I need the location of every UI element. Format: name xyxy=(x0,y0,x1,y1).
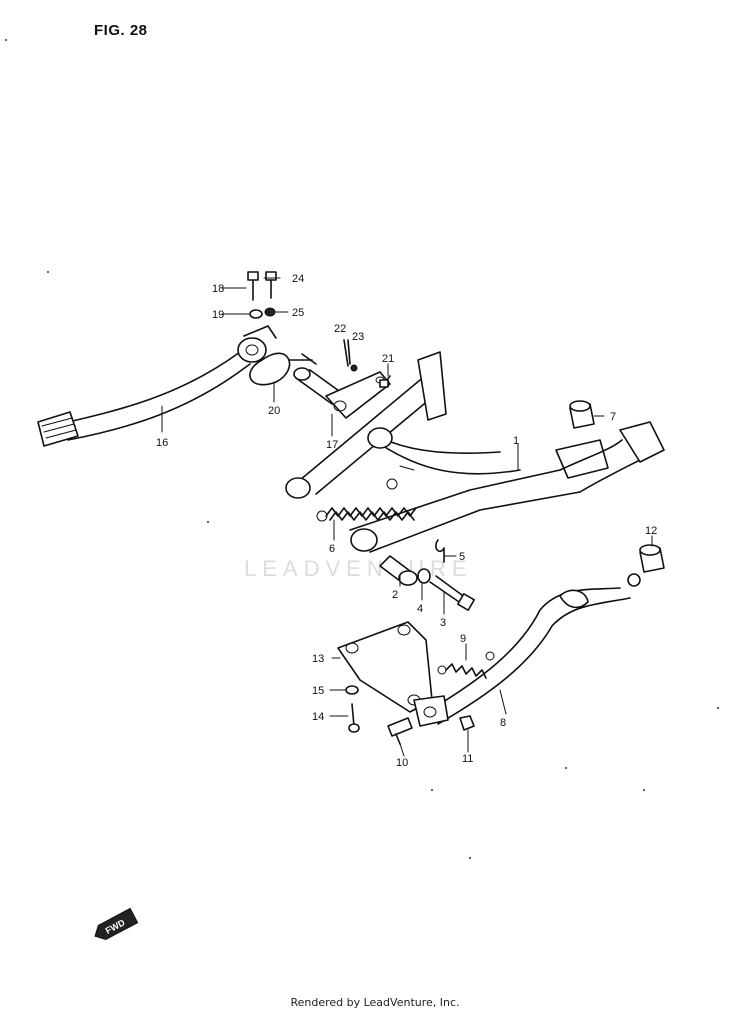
callout-20: 20 xyxy=(268,405,280,417)
bolt-14[interactable] xyxy=(348,703,360,733)
callout-10: 10 xyxy=(396,757,408,769)
washer-15[interactable] xyxy=(345,685,359,695)
callout-24: 24 xyxy=(292,273,304,285)
washer-19[interactable] xyxy=(249,309,263,319)
stand-stopper[interactable] xyxy=(569,400,595,429)
stand-spring[interactable] xyxy=(316,478,417,522)
side-stand-spring[interactable] xyxy=(437,651,495,679)
center-stand[interactable] xyxy=(285,351,665,553)
callout-4: 4 xyxy=(417,603,423,615)
callout-9: 9 xyxy=(460,633,466,645)
side-stand-leg[interactable] xyxy=(413,573,641,727)
side-stand-rubber[interactable] xyxy=(639,544,665,573)
pivot-bolt[interactable] xyxy=(429,575,475,611)
callout-25: 25 xyxy=(292,307,304,319)
callout-numbers: 1 2 3 4 5 6 7 8 9 10 11 12 13 14 15 16 1… xyxy=(156,273,657,769)
callout-11: 11 xyxy=(462,753,473,765)
pedal-bolt-18[interactable] xyxy=(247,271,259,301)
callout-15: 15 xyxy=(312,685,324,697)
callout-2: 2 xyxy=(392,589,398,601)
callout-1: 1 xyxy=(513,435,519,447)
clip-23[interactable] xyxy=(350,364,358,372)
callout-16: 16 xyxy=(156,437,168,449)
pedal-bolt-24[interactable] xyxy=(265,271,277,299)
split-pin[interactable] xyxy=(435,539,445,563)
callout-3: 3 xyxy=(440,617,446,629)
callout-7: 7 xyxy=(610,411,616,423)
pivot-bushing[interactable] xyxy=(379,555,418,586)
brake-pedal-lever[interactable] xyxy=(37,325,277,447)
pedal-return-spring[interactable] xyxy=(249,352,317,386)
fwd-arrow-badge: FWD xyxy=(94,907,139,941)
callout-13: 13 xyxy=(312,653,324,665)
side-stand-bracket[interactable] xyxy=(337,621,433,713)
callout-leaders xyxy=(161,277,653,757)
callout-22: 22 xyxy=(334,323,346,335)
cotter-pin-22[interactable] xyxy=(343,339,351,367)
bolt-21[interactable] xyxy=(379,375,391,388)
callout-21: 21 xyxy=(382,353,394,365)
callout-6: 6 xyxy=(329,543,335,555)
callout-23: 23 xyxy=(352,331,364,343)
bolt-10[interactable] xyxy=(387,717,413,745)
scan-specks xyxy=(5,39,719,859)
callout-8: 8 xyxy=(500,717,506,729)
pedal-pivot-shaft[interactable] xyxy=(293,367,391,419)
footer-credit: Rendered by LeadVenture, Inc. xyxy=(290,996,460,1009)
callout-18: 18 xyxy=(212,283,224,295)
callout-17: 17 xyxy=(326,439,338,451)
figure-title: FIG. 28 xyxy=(94,22,148,39)
washer-4[interactable] xyxy=(417,568,431,584)
callout-14: 14 xyxy=(312,711,324,723)
washer-25[interactable] xyxy=(264,307,276,317)
nut-11[interactable] xyxy=(459,715,475,731)
callout-12: 12 xyxy=(645,525,657,537)
callout-5: 5 xyxy=(459,551,465,563)
callout-19: 19 xyxy=(212,309,224,321)
